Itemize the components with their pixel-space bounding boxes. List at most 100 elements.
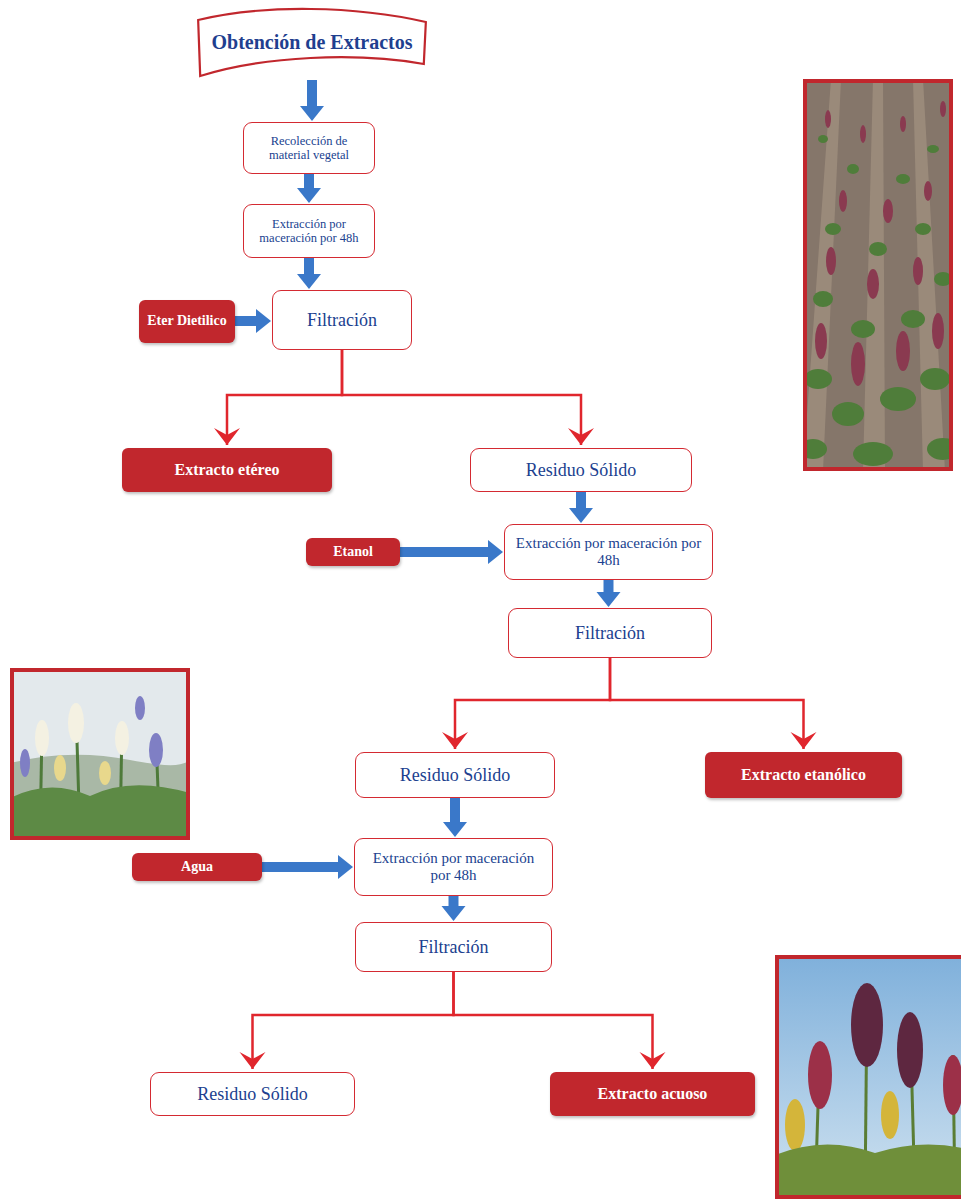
node-text: Filtración [575,623,645,644]
node-text: Agua [181,859,213,875]
residue-box: Residuo Sólido [355,752,555,798]
quinoa-leaves [869,242,887,256]
quinoa-panicles [896,331,910,371]
quinoa-leaves [813,291,833,307]
node-text: Extracto etéreo [175,461,280,479]
quinoa-panicles [839,190,847,212]
process-box: Filtración [508,608,712,658]
quinoa-panicles [940,101,946,117]
quinoa-leaves [920,368,950,390]
flow-arrow [304,258,314,274]
banner-outline [198,9,426,76]
yellow-flower-spikes [99,761,111,785]
solvent-label: Etanol [306,538,400,566]
node-text: Extracción por maceración por 48h [363,850,544,885]
flow-arrow [576,492,586,508]
white-flower-spikes [68,703,84,743]
node-text: Filtración [307,310,377,331]
quinoa-leaves [803,135,953,466]
yellow-panicles [881,1091,899,1139]
purple-panicles [851,983,883,1067]
photo-sky [10,668,190,840]
quinoa-leaves [896,174,910,184]
node-text: Etanol [333,544,373,560]
node-text: Residuo Sólido [197,1084,308,1105]
extract-box: Extracto etanólico [705,752,902,798]
node-text: Obtención de Extractos [211,31,412,54]
soil-rows [803,79,945,471]
purple-panicles [897,1012,923,1088]
flow-arrow [235,316,256,326]
yellow-flower-spikes [54,755,111,785]
quinoa-panicles [883,199,893,223]
process-box: Filtración [272,290,412,350]
flow-arrow [400,547,488,557]
flow-arrow [604,580,614,592]
quinoa-panicles [825,110,831,128]
quinoa-panicles [815,323,827,359]
title-banner: Obtención de Extractos [192,4,432,80]
photo-frame [777,957,961,1197]
quinoa-panicles [900,116,906,132]
quinoa-panicles [860,125,866,143]
process-box: Extracción por maceración por 48h [504,524,713,580]
white-flower-spikes [35,720,49,756]
quinoa-leaves [915,223,931,235]
quinoa-leaves [804,369,832,389]
quinoa-leaves [832,402,864,426]
red-panicles [808,1041,832,1109]
quinoa-leaves [847,164,859,174]
quinoa-panicles [932,313,944,349]
blue-flower-spikes [20,749,30,777]
quinoa-leaves [901,310,925,328]
soil-rows [863,79,885,471]
yellow-panicles [785,1091,899,1151]
quinoa-leaves [853,442,893,466]
node-text: Extracto acuoso [598,1085,708,1103]
split-arrow [227,350,342,445]
lupine-foliage [10,785,190,840]
quinoa-leaves [880,387,916,411]
yellow-flower-spikes [54,755,66,781]
photo-ground [803,79,953,471]
node-text: Recolección de material vegetal [252,134,366,163]
flow-arrow [307,80,317,106]
node-text: Extracción por maceración por 48h [252,217,366,246]
quinoa-foliage [775,1144,961,1199]
residue-box: Residuo Sólido [150,1072,355,1116]
white-flower-spikes [115,721,129,755]
split-arrow [610,658,804,749]
photo-frame [12,670,188,838]
lupine-flowers-photo [10,668,190,840]
quinoa-leaves [927,145,939,153]
split-arrow [455,658,610,749]
photo-frame [805,81,951,469]
node-text: Filtración [419,937,489,958]
flow-arrow [304,174,314,188]
quinoa-panicles [913,257,923,285]
residue-box: Residuo Sólido [470,448,692,492]
red-panicles [943,1055,961,1115]
process-box: Recolección de material vegetal [243,122,375,174]
blue-flower-spikes [135,696,145,720]
quinoa-panicles [924,181,932,201]
photo-sky [775,955,961,1199]
node-text: Extracto etanólico [741,766,866,784]
solvent-label: Eter Dietilico [139,300,235,343]
node-text: Residuo Sólido [526,460,637,481]
flow-arrow [450,798,460,822]
extract-box: Extracto etéreo [122,448,332,492]
extract-box: Extracto acuoso [550,1072,755,1116]
quinoa-leaves [825,223,841,235]
yellow-panicles [785,1099,805,1151]
quinoa-panicles [815,101,946,386]
quinoa-leaves [851,320,875,338]
photo-hills [10,755,190,840]
quinoa-field-photo [803,79,953,471]
node-text: Eter Dietilico [147,313,226,329]
blue-flower-spikes [149,733,163,767]
process-box: Extracción por maceración por 48h [243,204,375,258]
split-arrow [454,972,653,1069]
quinoa-panicles [826,247,836,275]
